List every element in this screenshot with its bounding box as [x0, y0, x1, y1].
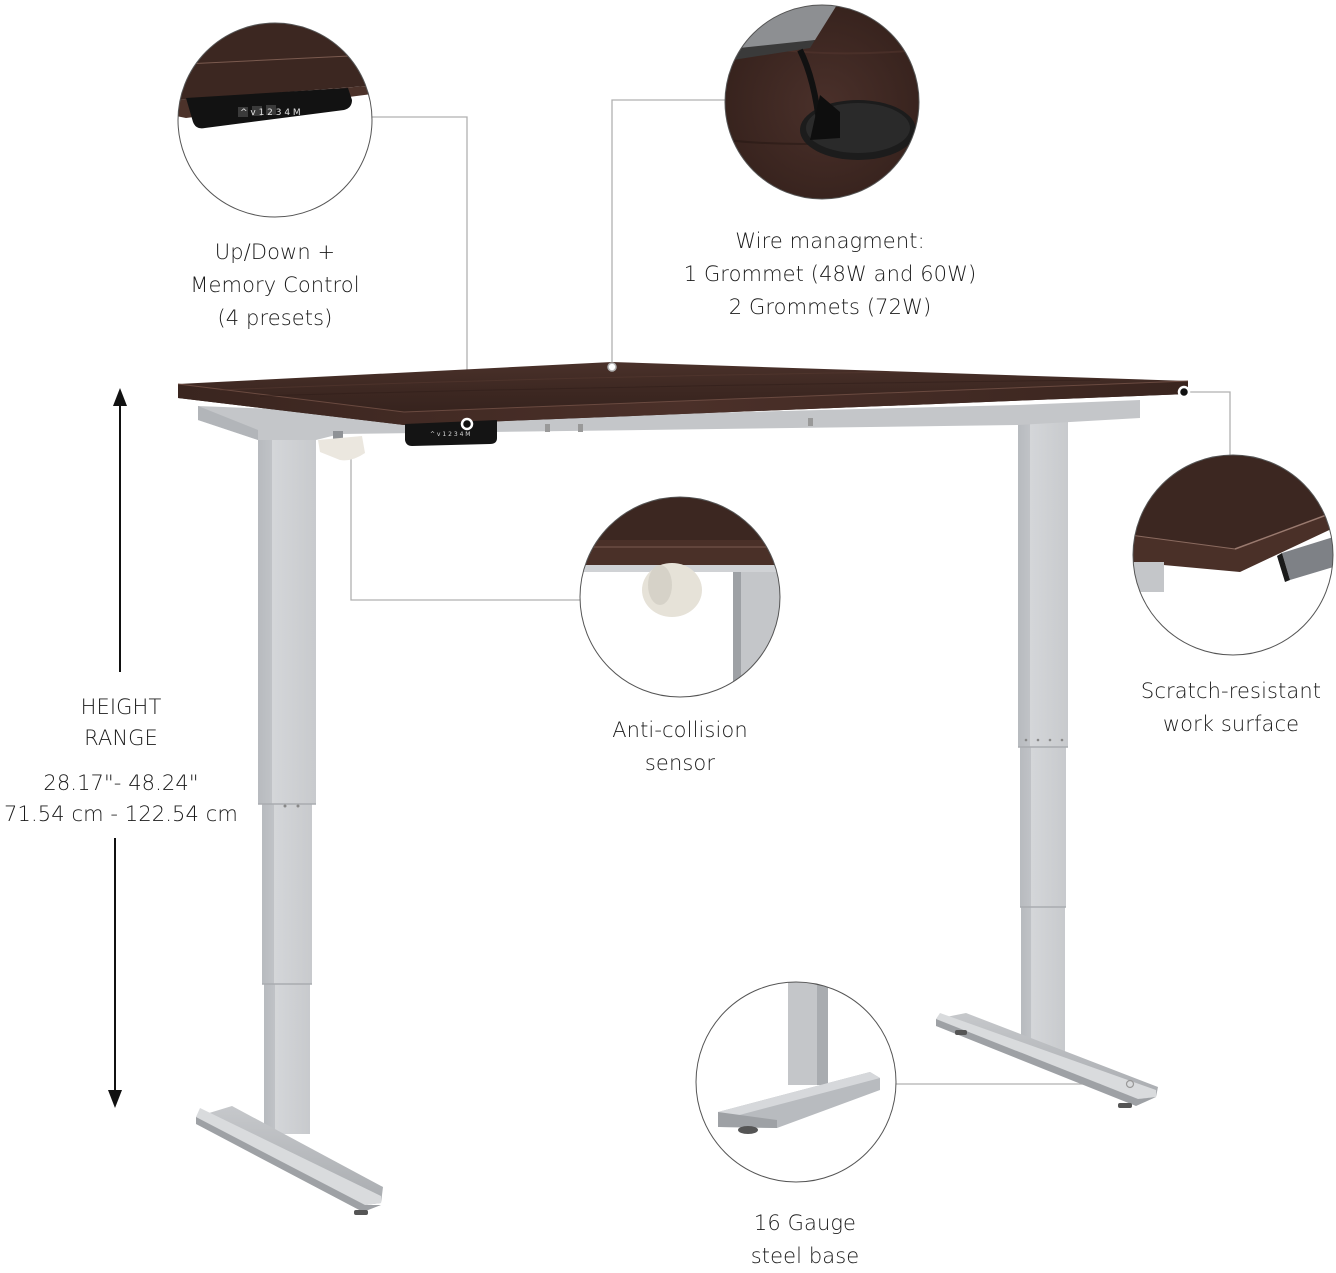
controller-callout-label: Up/Down + Memory Control (4 presets): [170, 236, 380, 335]
height-range-imperial: 28.17"- 48.24": [43, 771, 199, 795]
height-range-title: HEIGHT: [80, 695, 162, 719]
wire-label-line: Wire managment:: [735, 229, 925, 253]
surface-label-line: Scratch-resistant: [1140, 679, 1322, 703]
height-range-arrow: [108, 388, 127, 1108]
callout-lines: [350, 99, 1231, 1085]
desk-controller: ^ v 1 2 3 4 M: [405, 420, 497, 446]
surface-label-line: work surface: [1162, 712, 1300, 736]
base-callout-label: 16 Gauge steel base: [720, 1207, 890, 1273]
sensor-label-line: Anti-collision: [612, 718, 748, 742]
controller-label-line: (4 presets): [217, 306, 333, 330]
controller-label-line: Up/Down +: [214, 240, 336, 264]
height-range-metric: 71.54 cm - 122.54 cm: [4, 802, 238, 826]
keypad-text: ^ v 1 2 3 4 M: [240, 108, 301, 118]
sensor-label-line: sensor: [644, 751, 716, 775]
base-label-line: steel base: [750, 1244, 860, 1268]
controller-label-line: Memory Control: [190, 273, 360, 297]
height-range-label: HEIGHT RANGE 28.17"- 48.24" 71.54 cm - 1…: [0, 692, 242, 830]
wire-label-line: 2 Grommets (72W): [728, 295, 932, 319]
surface-detail-circle: [1132, 454, 1334, 656]
surface-callout-label: Scratch-resistant work surface: [1126, 675, 1336, 741]
sensor-detail-circle: [579, 496, 781, 698]
base-detail-circle: [695, 981, 897, 1183]
controller-detail-circle: ^ v 1 2 3 4 M: [177, 22, 373, 218]
sensor-callout-label: Anti-collision sensor: [595, 714, 765, 780]
standing-desk: ^ v 1 2 3 4 M: [177, 362, 1191, 1215]
height-range-title: RANGE: [84, 726, 158, 750]
base-label-line: 16 Gauge: [753, 1211, 857, 1235]
grommet-detail-circle: [724, 4, 920, 200]
wire-management-callout-label: Wire managment: 1 Grommet (48W and 60W) …: [660, 225, 1000, 324]
wire-label-line: 1 Grommet (48W and 60W): [683, 262, 977, 286]
svg-text:^ v 1 2 3 4 M: ^ v 1 2 3 4 M: [430, 431, 470, 438]
